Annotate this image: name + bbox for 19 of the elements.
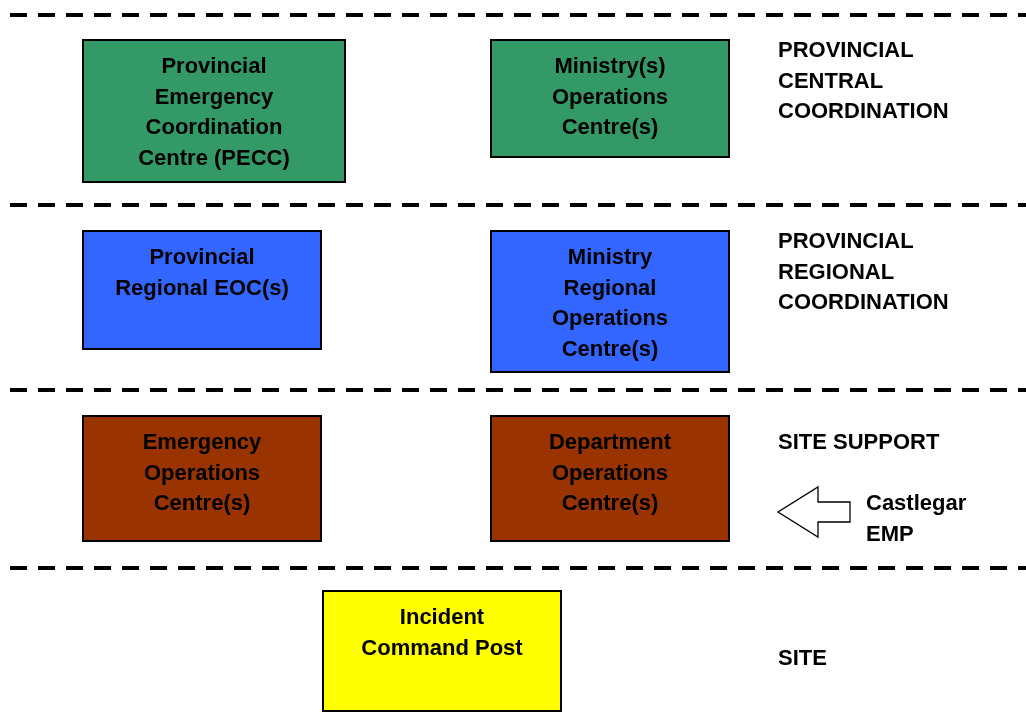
centre-box xyxy=(322,590,562,712)
box-label: Emergency Operations Centre(s) xyxy=(141,428,263,517)
centre-box xyxy=(490,230,730,373)
box-label: Ministry Regional Operations Centre(s) xyxy=(550,243,670,363)
centre-box xyxy=(490,415,730,542)
level-label: PROVINCIAL CENTRAL COORDINATION xyxy=(778,36,950,125)
box-label: Provincial Emergency Coordination Centre (PECC) xyxy=(137,52,291,172)
box-label: Incident Command Post xyxy=(360,603,524,662)
level-label: PROVINCIAL REGIONAL COORDINATION xyxy=(778,227,950,316)
centre-box xyxy=(82,415,322,542)
level-label: SITE SUPPORT xyxy=(778,428,941,456)
box-label: Provincial Regional EOC(s) xyxy=(114,243,290,302)
box-label: Ministry(s) Operations Centre(s) xyxy=(550,52,670,141)
level-label: SITE xyxy=(778,644,828,672)
box-label: Department Operations Centre(s) xyxy=(547,428,673,517)
centre-box xyxy=(82,39,346,183)
centre-box xyxy=(490,39,730,158)
centre-box xyxy=(82,230,322,350)
note-text: Castlegar EMP xyxy=(866,489,968,548)
